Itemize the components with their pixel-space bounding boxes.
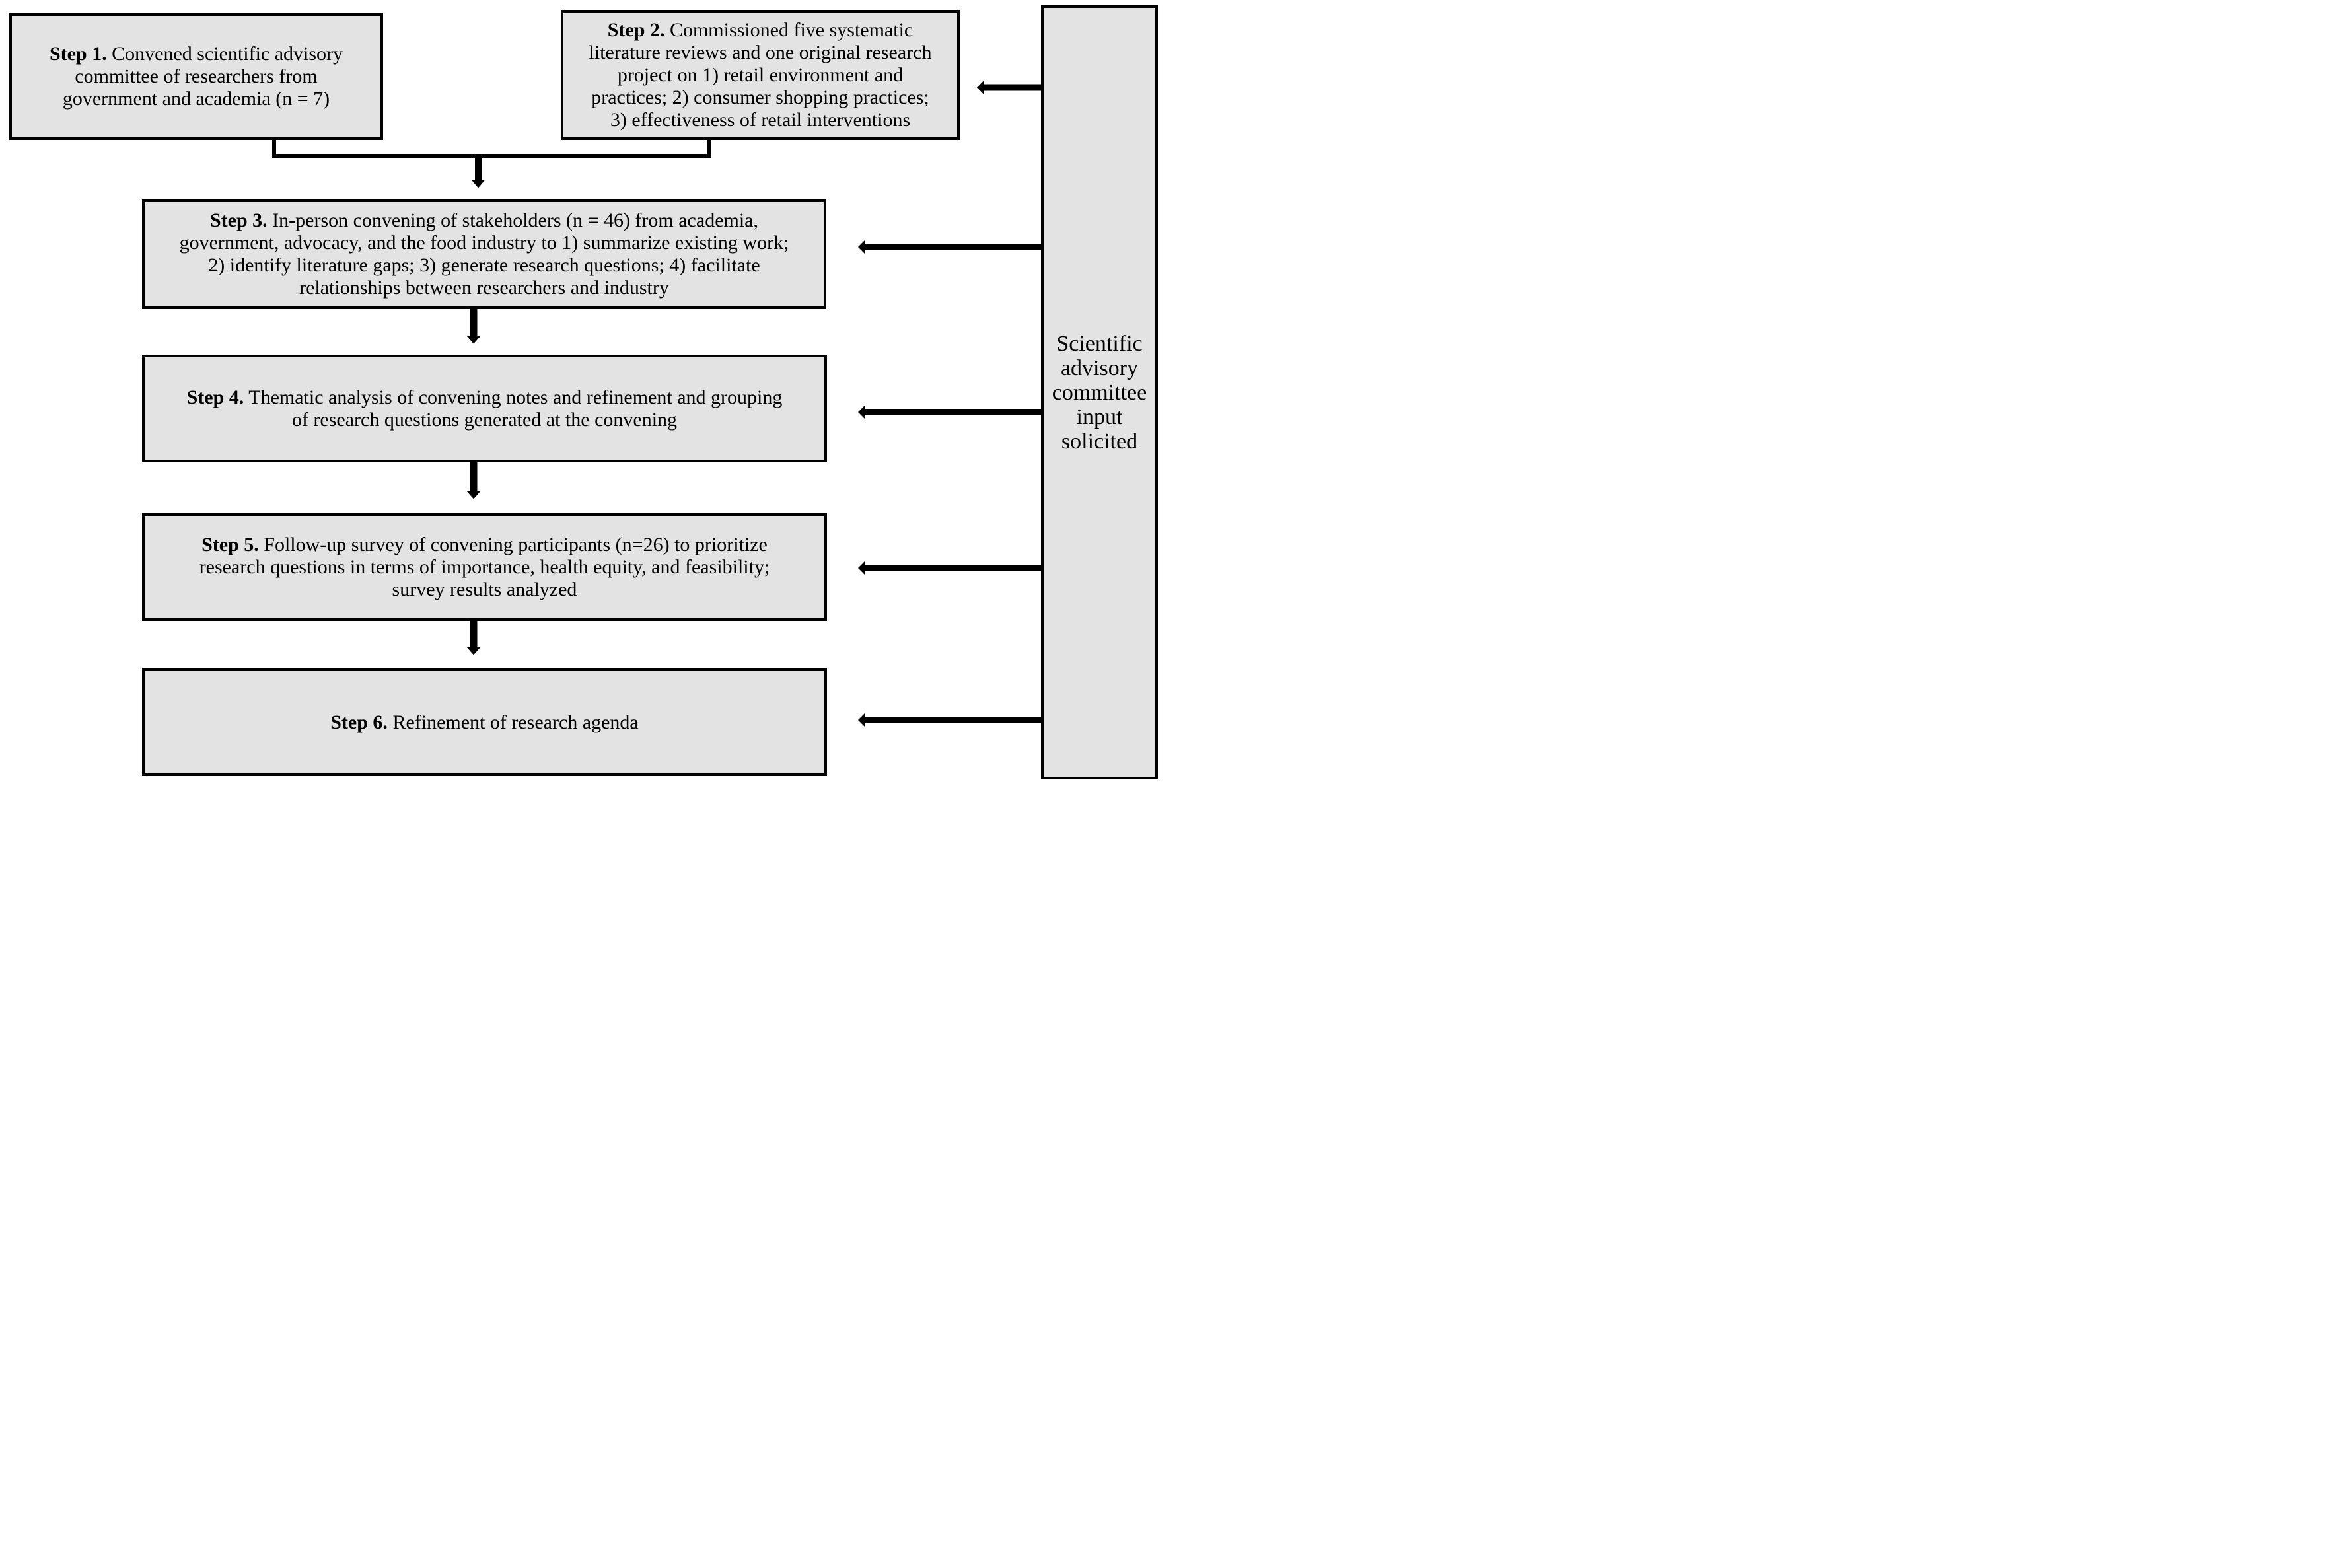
- step-1-text: Step 1. Convened scientific advisory com…: [44, 43, 348, 110]
- step-5-box: Step 5. Follow-up survey of convening pa…: [142, 513, 827, 621]
- step-1-body: Convened scientific advisory committee o…: [62, 43, 343, 110]
- arrow-left-to-step3: [858, 240, 1042, 254]
- figure-canvas: Step 1. Convened scientific advisory com…: [0, 0, 1166, 784]
- step-6-label: Step 6.: [330, 711, 388, 733]
- step-2-body: Commissioned five systematic literature …: [589, 18, 932, 131]
- step-5-text: Step 5. Follow-up survey of convening pa…: [194, 534, 775, 601]
- step-6-box: Step 6. Refinement of research agenda: [142, 668, 827, 776]
- arrow-down-step4-to-step5: [466, 462, 481, 499]
- arrow-left-to-step6: [858, 713, 1042, 727]
- step-5-label: Step 5.: [201, 533, 259, 555]
- sidebar-note-box: Scientific advisory committee input soli…: [1041, 5, 1158, 779]
- step-2-box: Step 2. Commissioned five systematic lit…: [561, 10, 960, 140]
- step-1-box: Step 1. Convened scientific advisory com…: [9, 13, 383, 140]
- arrow-down-step3-to-step4: [466, 309, 481, 344]
- arrow-down-step5-to-step6: [466, 621, 481, 655]
- step-5-body: Follow-up survey of convening participan…: [199, 533, 770, 600]
- step-4-box: Step 4. Thematic analysis of convening n…: [142, 355, 827, 462]
- step-2-label: Step 2.: [607, 18, 665, 41]
- step-3-body: In-person convening of stakeholders (n =…: [179, 209, 789, 299]
- merge-connector-step1-step2: [272, 140, 711, 158]
- step-4-body: Thematic analysis of convening notes and…: [248, 386, 783, 431]
- step-4-text: Step 4. Thematic analysis of convening n…: [182, 386, 788, 431]
- step-6-body: Refinement of research agenda: [392, 711, 639, 733]
- step-3-text: Step 3. In-person convening of stakehold…: [174, 209, 795, 299]
- sidebar-note-text: Scientific advisory committee input soli…: [1052, 331, 1147, 454]
- step-1-label: Step 1.: [49, 43, 107, 65]
- step-3-label: Step 3.: [209, 209, 268, 231]
- step-2-text: Step 2. Commissioned five systematic lit…: [584, 19, 937, 131]
- step-6-text: Step 6. Refinement of research agenda: [325, 711, 644, 734]
- arrow-down-to-step3: [471, 158, 485, 188]
- step-4-label: Step 4.: [186, 386, 244, 408]
- arrow-left-to-step2: [977, 81, 1042, 94]
- step-3-box: Step 3. In-person convening of stakehold…: [142, 199, 826, 309]
- arrow-left-to-step4: [858, 405, 1042, 419]
- arrow-left-to-step5: [858, 561, 1042, 575]
